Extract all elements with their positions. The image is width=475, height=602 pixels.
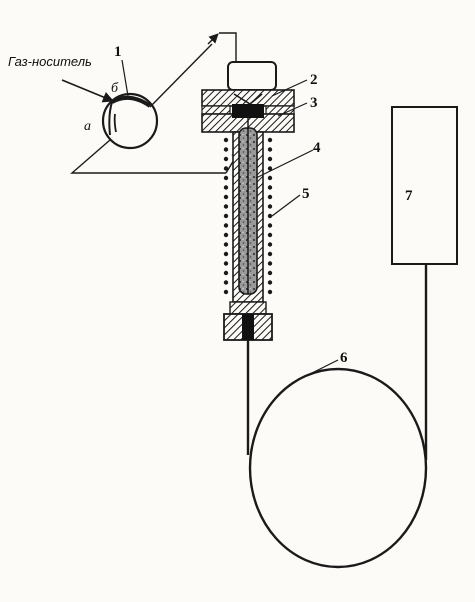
- detector-box: [391, 106, 458, 265]
- label-3: 3: [310, 95, 318, 111]
- coil-dot: [267, 213, 273, 219]
- coil-dot: [267, 261, 273, 266]
- coil-dot: [267, 147, 273, 152]
- coil-dot: [223, 223, 229, 228]
- coil-dot: [223, 251, 229, 257]
- coil-dot: [267, 242, 273, 247]
- coil-dot: [223, 270, 229, 276]
- label-2: 2: [310, 72, 318, 88]
- coil-dot: [223, 185, 229, 190]
- label-7: 7: [405, 188, 413, 204]
- coil-dot: [223, 261, 229, 266]
- carrier-gas-arrow: [61, 79, 115, 103]
- coil-dot: [267, 270, 273, 276]
- coil-dot: [223, 175, 229, 181]
- coil-dot: [267, 280, 273, 285]
- coil-dot: [267, 166, 273, 171]
- coil-dot: [267, 289, 273, 295]
- coil-dot: [223, 289, 229, 295]
- coil-dot: [223, 194, 229, 200]
- coil-dot: [223, 280, 229, 285]
- injector-cap: [227, 61, 277, 91]
- column-tube: [232, 118, 264, 303]
- coil-dot: [223, 213, 229, 219]
- coil-dot: [267, 175, 273, 181]
- coil-dot: [223, 156, 229, 162]
- coil-dot: [267, 251, 273, 257]
- coil-dot: [267, 232, 273, 238]
- coil-dot: [223, 147, 229, 152]
- capillary-tube: [246, 264, 428, 569]
- column-outlet-fitting: [223, 301, 273, 341]
- label-valve-b: б: [111, 81, 119, 96]
- label-valve-a: а: [84, 119, 91, 134]
- coil-dot: [223, 242, 229, 247]
- coil-dot: [267, 194, 273, 200]
- carrier-gas-label: Газ-носитель: [8, 54, 92, 69]
- switching-valve: [101, 92, 159, 150]
- coil-dot: [223, 204, 229, 209]
- coil-dot: [267, 223, 273, 228]
- coil-dot: [223, 232, 229, 238]
- label-6: 6: [340, 350, 348, 366]
- heater-coil: [223, 137, 273, 295]
- label-5: 5: [302, 186, 310, 202]
- coil-dot: [223, 166, 229, 171]
- coil-dot: [223, 137, 229, 143]
- coil-dot: [267, 156, 273, 162]
- label-4: 4: [313, 140, 321, 156]
- coil-dot: [267, 204, 273, 209]
- coil-dot: [267, 137, 273, 143]
- coil-dot: [267, 185, 273, 190]
- label-1: 1: [114, 44, 122, 60]
- leader-lines: [121, 59, 339, 375]
